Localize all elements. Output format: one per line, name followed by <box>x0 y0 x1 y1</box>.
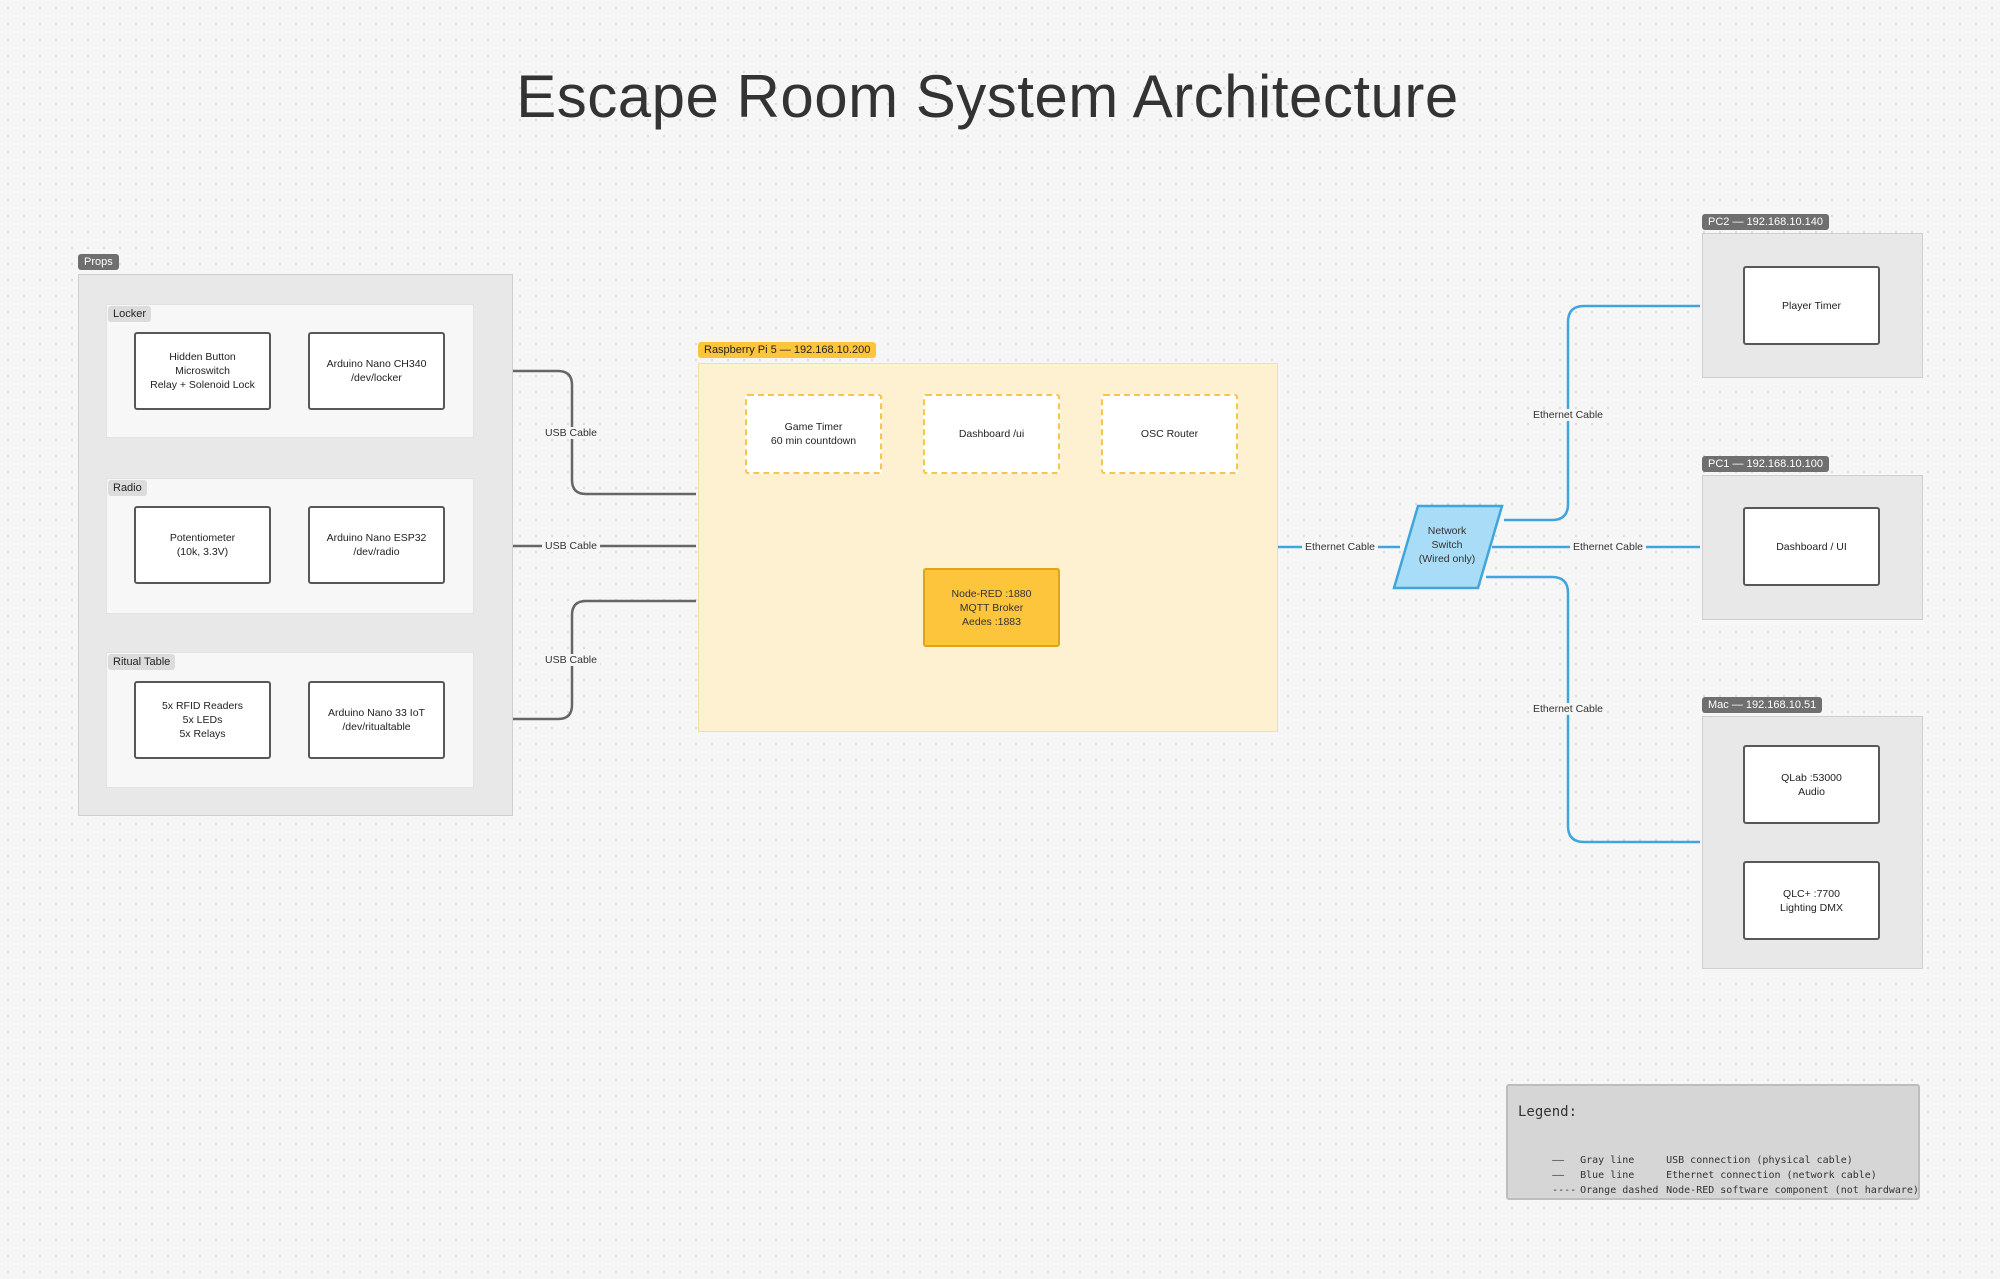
legend-name: Gray line <box>1580 1155 1635 1166</box>
props-tag: Props <box>78 254 119 270</box>
legend-desc: Node-RED software component (not hardwar… <box>1666 1185 1919 1196</box>
ethernet-label-pi: Ethernet Cable <box>1301 541 1379 553</box>
radio-tag: Radio <box>108 480 147 496</box>
legend-desc: USB connection (physical cable) <box>1666 1155 1853 1166</box>
legend-desc: Ethernet connection (network cable) <box>1666 1170 1877 1181</box>
mac-tag: Mac — 192.168.10.51 <box>1702 697 1823 713</box>
network-switch-label[interactable]: Network Switch (Wired only) <box>1418 525 1476 565</box>
legend: Legend: —— Gray line USB connection (physi… <box>1506 1084 1920 1200</box>
locker-input-node[interactable]: Hidden Button Microswitch Relay + Soleno… <box>134 332 271 410</box>
ritual-input-node[interactable]: 5x RFID Readers 5x LEDs 5x Relays <box>134 681 271 759</box>
legend-row: —— Blue line Ethernet connection (network … <box>1528 1159 1877 1192</box>
ethernet-lines <box>1278 304 1700 844</box>
usb-label-radio: USB Cable <box>542 540 600 552</box>
ethernet-label-mac: Ethernet Cable <box>1529 703 1607 715</box>
locker-tag: Locker <box>108 306 152 322</box>
node-red-core-node[interactable]: Node-RED :1880 MQTT Broker Aedes :1883 <box>923 568 1060 647</box>
usb-label-locker: USB Cable <box>542 427 600 439</box>
pi-tag: Raspberry Pi 5 — 192.168.10.200 <box>698 342 877 358</box>
legend-symbol-blue: —— <box>1552 1170 1565 1181</box>
osc-router-node[interactable]: OSC Router <box>1101 394 1238 474</box>
ritual-tag: Ritual Table <box>108 654 176 670</box>
legend-row: —— Gray line USB connection (physical cabl… <box>1528 1144 1853 1177</box>
legend-symbol-gray: —— <box>1552 1155 1565 1166</box>
ritual-arduino-node[interactable]: Arduino Nano 33 IoT /dev/ritualtable <box>308 681 445 759</box>
ethernet-label-pc1: Ethernet Cable <box>1569 541 1647 553</box>
ethernet-label-pc2: Ethernet Cable <box>1529 409 1607 421</box>
pc2-tag: PC2 — 192.168.10.140 <box>1702 214 1829 230</box>
legend-title: Legend: <box>1518 1104 1578 1120</box>
qlab-node[interactable]: QLab :53000 Audio <box>1743 745 1880 824</box>
legend-name: Orange dashed <box>1580 1185 1659 1196</box>
dashboard-ui-node[interactable]: Dashboard / UI <box>1743 507 1880 586</box>
legend-name: Blue line <box>1580 1170 1635 1181</box>
radio-arduino-node[interactable]: Arduino Nano ESP32 /dev/radio <box>308 506 445 584</box>
game-timer-node[interactable]: Game Timer 60 min countdown <box>745 394 882 474</box>
radio-input-node[interactable]: Potentiometer (10k, 3.3V) <box>134 506 271 584</box>
pc1-tag: PC1 — 192.168.10.100 <box>1702 456 1829 472</box>
network-switch-shape <box>1392 504 1504 590</box>
qlc-node[interactable]: QLC+ :7700 Lighting DMX <box>1743 861 1880 940</box>
dashboard-node[interactable]: Dashboard /ui <box>923 394 1060 474</box>
diagram-title: Escape Room System Architecture <box>516 63 1459 130</box>
legend-row: ----Orange dashed Node-RED software compo… <box>1528 1174 1919 1207</box>
locker-arduino-node[interactable]: Arduino Nano CH340 /dev/locker <box>308 332 445 410</box>
usb-label-ritual: USB Cable <box>542 654 600 666</box>
player-timer-node[interactable]: Player Timer <box>1743 266 1880 345</box>
legend-symbol-dashed: ---- <box>1552 1185 1577 1196</box>
